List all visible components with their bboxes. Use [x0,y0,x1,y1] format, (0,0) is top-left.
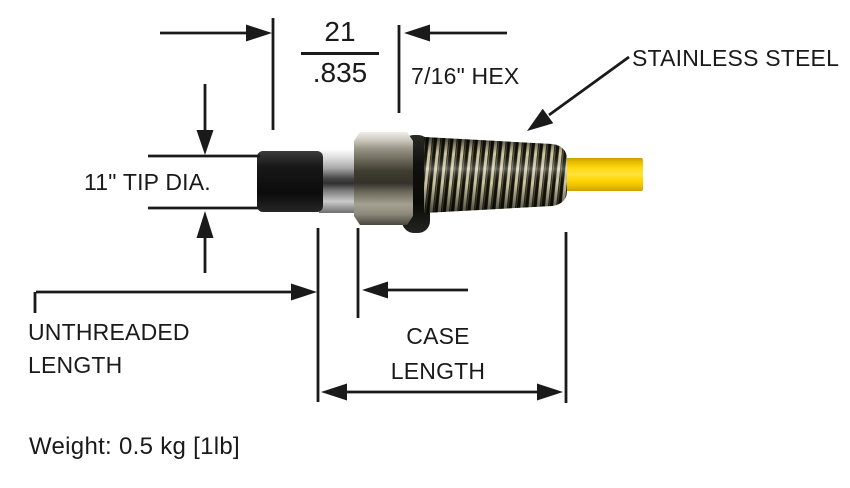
tip-diameter-label: 11" TIP DIA. [84,169,211,195]
weight-note: Weight: 0.5 kg [1lb] [29,433,241,460]
material-leader-arrowhead [527,108,554,131]
tipdia-arrowhead-up [196,211,214,238]
thread-length-imperial: .835 [312,57,368,88]
unthreaded-length-label: UNTHREADED LENGTH [28,316,190,382]
thread-dim-arrowhead-left [246,24,272,42]
thread-length-metric: 21 [301,13,379,55]
thread-dim-arrowhead-right [404,24,430,42]
tipdia-arrowhead-down [196,130,214,155]
case-length-arrowhead-left [321,383,347,401]
hex-size-label: 7/16" HEX [411,63,520,89]
probe-tip [257,151,323,212]
dimension-lines [33,18,630,403]
case-length-label-line2: LENGTH [390,358,486,384]
case-length-label: CASE LENGTH [357,319,519,389]
material-leader-line [548,55,630,117]
threaded-shank-shading [424,137,567,213]
sensor-probe [257,132,643,233]
unthreaded-length-label-line1: UNTHREADED [28,319,190,345]
lead-wire [565,158,643,191]
thread-length-dimension: 21 .835 [301,13,379,91]
unthreaded-length-label-line2: LENGTH [28,352,123,378]
unthreaded-arrowhead-right [291,283,317,301]
unthreaded-opposing-arrowhead [362,281,388,299]
case-length-arrowhead-right [537,383,563,401]
material-label: STAINLESS STEEL [632,45,840,71]
case-length-label-line1: CASE [406,323,470,349]
hex-nut [354,132,413,225]
unthreaded-collar [319,149,357,213]
arrowheads [196,24,563,401]
